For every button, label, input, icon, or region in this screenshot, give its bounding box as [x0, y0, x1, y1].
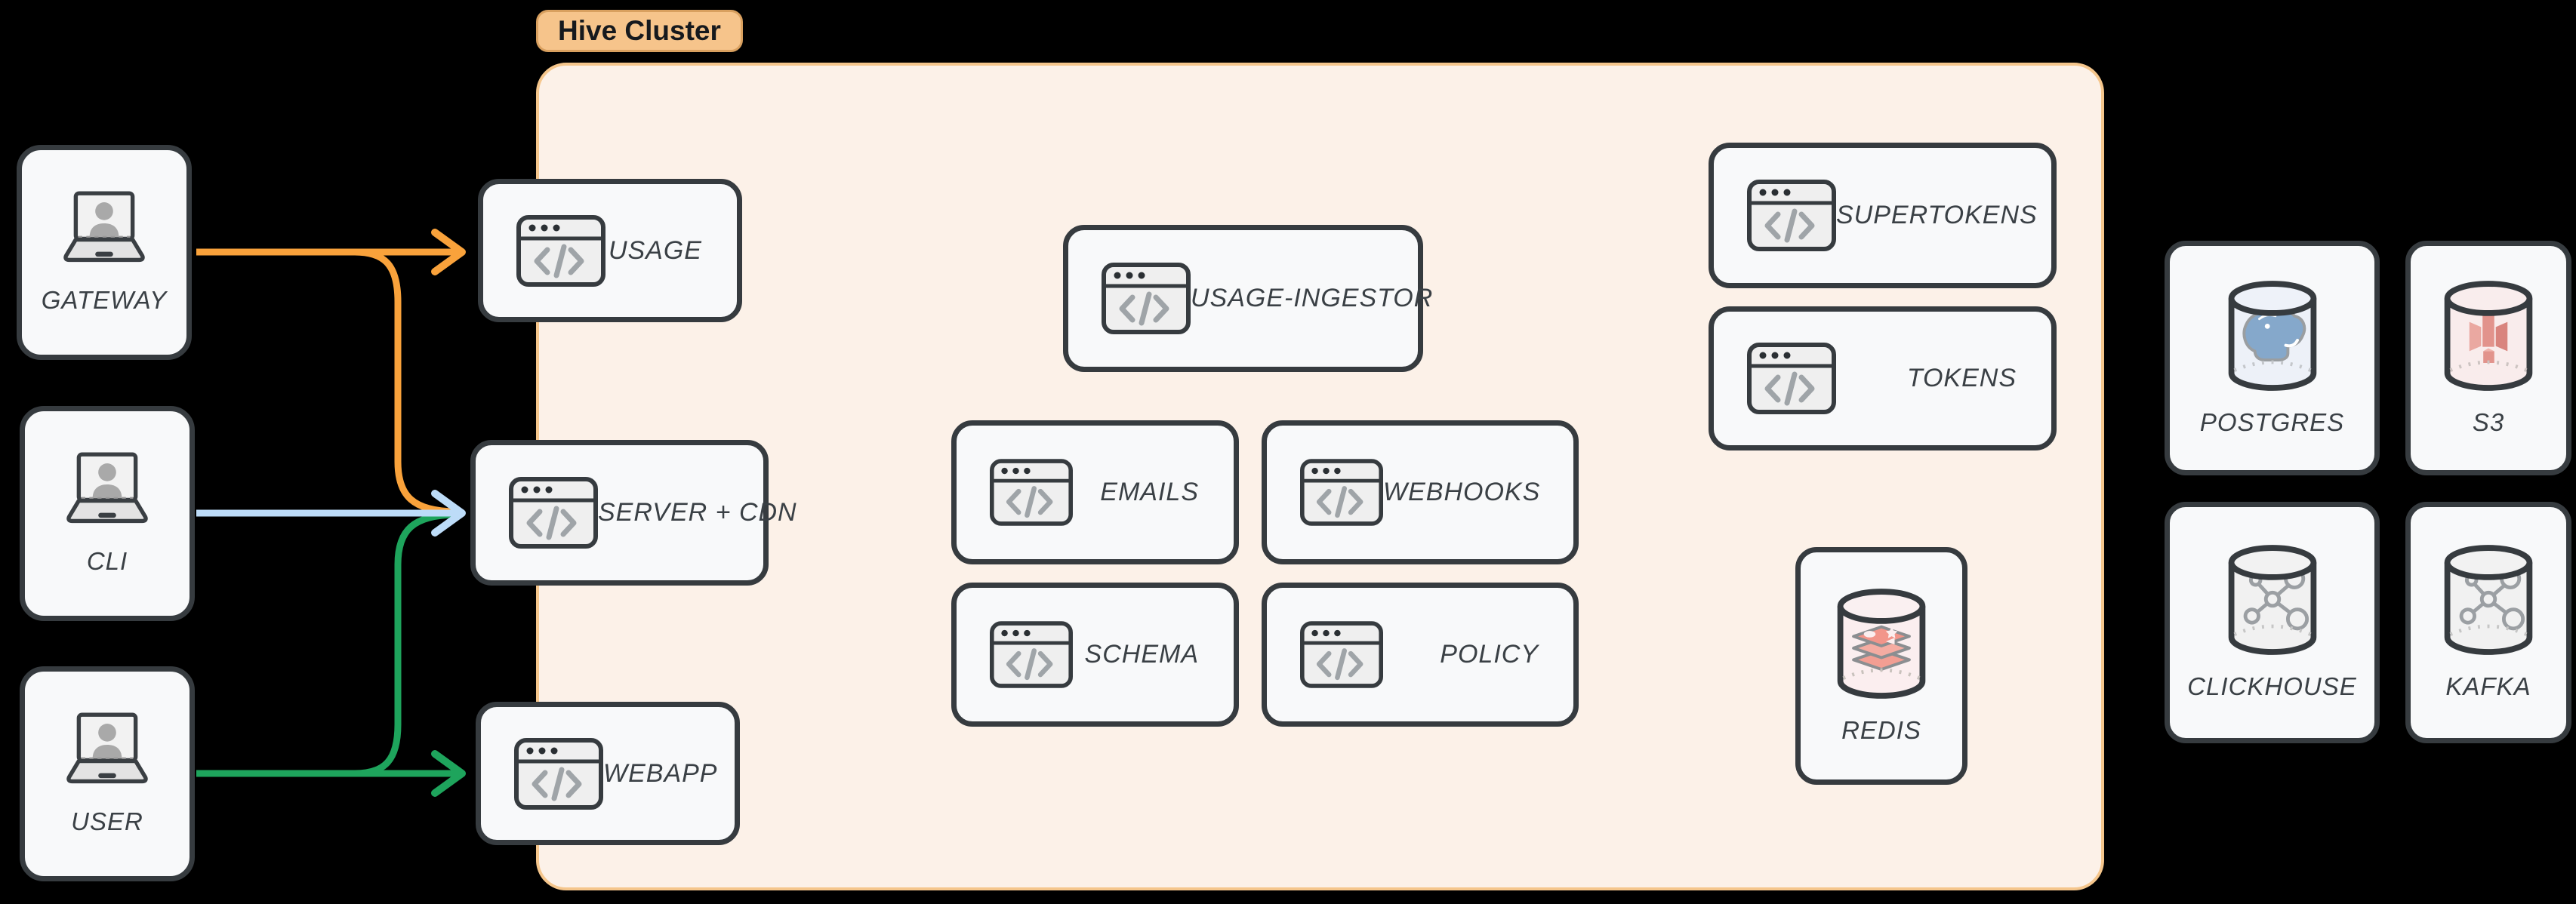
code-window-icon: [514, 737, 603, 810]
network-cylinder-icon: [2437, 544, 2540, 657]
node-schema-label: SCHEMA: [1084, 640, 1199, 669]
node-kafka: KAFKA: [2405, 502, 2571, 743]
node-policy: POLICY: [1262, 583, 1579, 727]
node-server-cdn-label: SERVER + CDN: [598, 498, 797, 527]
node-s3-label: S3: [2472, 407, 2505, 436]
code-window-icon: [1747, 343, 1836, 414]
node-user: USER: [20, 666, 195, 881]
code-window-icon: [516, 214, 605, 287]
node-clickhouse: CLICKHOUSE: [2165, 502, 2380, 743]
arrowhead-servercdn: [431, 490, 466, 537]
redis-cylinder-icon: [1830, 588, 1933, 701]
code-window-icon: [1300, 457, 1383, 528]
node-redis: REDIS: [1795, 547, 1967, 785]
node-supertokens: SUPERTOKENS: [1709, 143, 2057, 288]
arrowhead-usage: [431, 229, 466, 275]
node-gateway-label: GATEWAY: [41, 285, 168, 314]
s3-cylinder-icon: [2437, 280, 2540, 393]
node-user-label: USER: [71, 807, 143, 835]
node-postgres: POSTGRES: [2165, 241, 2380, 475]
node-usage: USAGE: [478, 179, 742, 322]
node-usage-ingestor: USAGE-INGESTOR: [1063, 225, 1432, 372]
code-window-icon: [1102, 263, 1191, 334]
node-postgres-label: POSTGRES: [2199, 407, 2345, 436]
node-usage-ingestor-label: USAGE-INGESTOR: [1191, 284, 1434, 312]
node-emails-label: EMAILS: [1100, 478, 1199, 506]
node-webapp: WEBAPP: [476, 702, 740, 845]
code-window-icon: [509, 477, 598, 549]
node-webhooks: WEBHOOKS: [1262, 420, 1579, 564]
node-cli-label: CLI: [86, 546, 128, 575]
laptop-user-icon: [54, 712, 160, 788]
node-policy-label: POLICY: [1440, 640, 1539, 669]
code-window-icon: [990, 457, 1073, 528]
node-kafka-label: KAFKA: [2445, 672, 2531, 700]
node-webapp-label: WEBAPP: [603, 758, 718, 788]
node-clickhouse-label: CLICKHOUSE: [2187, 672, 2357, 700]
hive-cluster-badge: Hive Cluster: [536, 10, 743, 52]
node-schema: SCHEMA: [951, 583, 1239, 727]
node-emails: EMAILS: [951, 420, 1239, 564]
node-webhooks-label: WEBHOOKS: [1383, 478, 1541, 506]
node-gateway: GATEWAY: [17, 145, 192, 360]
code-window-icon: [990, 619, 1073, 690]
laptop-user-icon: [54, 452, 160, 527]
network-cylinder-icon: [2221, 544, 2324, 657]
code-window-icon: [1300, 619, 1383, 690]
code-window-icon: [1747, 180, 1836, 251]
arrowhead-webapp: [431, 750, 466, 797]
node-redis-label: REDIS: [1841, 715, 1921, 744]
hive-cluster-label: Hive Cluster: [558, 15, 721, 46]
edge-user-servercdn: [354, 511, 455, 777]
edge-gateway-servercdn: [354, 248, 455, 515]
postgres-cylinder-icon: [2221, 280, 2324, 393]
node-supertokens-label: SUPERTOKENS: [1836, 201, 2038, 229]
node-server-cdn: SERVER + CDN: [470, 440, 797, 586]
node-usage-label: USAGE: [608, 235, 702, 265]
laptop-user-icon: [51, 191, 157, 266]
node-s3: S3: [2405, 241, 2571, 475]
node-tokens: TOKENS: [1709, 306, 2057, 450]
node-tokens-label: TOKENS: [1906, 364, 2017, 392]
node-cli: CLI: [20, 406, 195, 621]
